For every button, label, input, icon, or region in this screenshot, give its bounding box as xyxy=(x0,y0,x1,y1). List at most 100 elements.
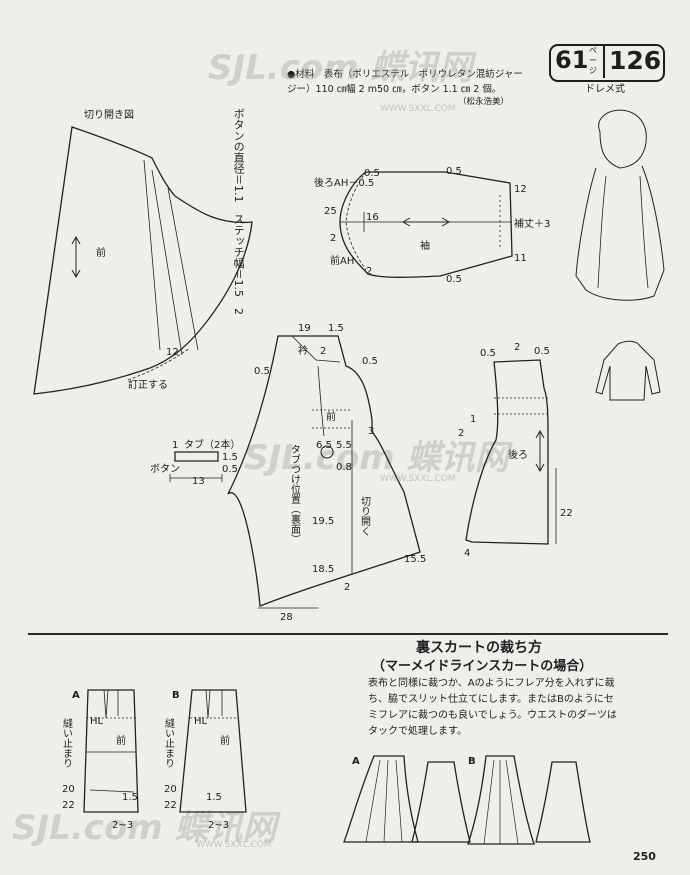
skirt-b-dim-20: 20 xyxy=(164,784,177,795)
skirt-a-sew-stop-label: 縫い止まり xyxy=(60,718,72,768)
sleeve-dim-2a: 2 xyxy=(330,233,336,244)
sleeve-ah-curve xyxy=(345,171,367,271)
skirt-a-dim-23: 2~3 xyxy=(112,820,133,831)
sleeve-grain-arrow xyxy=(401,217,451,227)
finished-skirt-3-pleats xyxy=(483,759,519,845)
badge-frame xyxy=(549,44,665,82)
finished-skirt-4 xyxy=(535,761,591,843)
sleeve-dim-11: 11 xyxy=(514,253,527,264)
back-dim-2b: 2 xyxy=(458,428,464,439)
skirt-a-dim-22: 22 xyxy=(62,800,75,811)
front-dim-185: 18.5 xyxy=(312,564,334,575)
sleeve-label: 袖 xyxy=(420,239,430,252)
back-dim-05a: 0.5 xyxy=(480,348,496,359)
finished-skirt-1-pleats xyxy=(365,759,403,843)
sleeve-dim-05c: 0.5 xyxy=(446,274,462,285)
sleeve-dim-05a: 0.5 xyxy=(364,168,380,179)
skirt-b-dim-15: 1.5 xyxy=(206,792,222,803)
model-jacket-lines xyxy=(597,175,649,289)
front-dim-05b: 0.5 xyxy=(362,356,378,367)
materials-credit: （松永浩美） xyxy=(458,97,510,107)
grainline-arrow xyxy=(71,235,81,279)
watermark-url: WWW.SXXL.COM xyxy=(380,104,456,114)
skirt-b-dim-23: 2~3 xyxy=(208,820,229,831)
section-divider xyxy=(28,633,668,635)
skirt-b-sew-stop-label: 縫い止まり xyxy=(162,718,174,768)
back-bodice-outline xyxy=(465,359,549,545)
front-dim-15a: 1.5 xyxy=(328,323,344,334)
sleeve-dim-05b: 0.5 xyxy=(446,166,462,177)
front-label: 前 xyxy=(326,410,336,423)
flare-piece-outline xyxy=(33,126,253,395)
watermark-logo: SJL.com 蝶讯网 xyxy=(12,808,277,848)
skirt-a-panels xyxy=(86,751,136,793)
front-dim-28: 28 xyxy=(280,612,293,623)
front-dim-05a: 0.5 xyxy=(254,366,270,377)
skirt-b-darts xyxy=(205,689,223,719)
tab-button-pos: ボタン xyxy=(150,463,180,475)
sleeve-front-ah-label: 前AH xyxy=(330,254,354,267)
front-bodice-outline xyxy=(227,335,421,607)
front-dim-08: 0.8 xyxy=(336,462,352,473)
sleeve-dim-2b: 2 xyxy=(366,266,372,277)
flare-correct-label: 訂正する xyxy=(128,378,168,391)
sleeve-back-ah-label: 後ろAH－0.5 xyxy=(314,176,374,189)
finished-skirt-b-label: B xyxy=(468,756,476,767)
front-dim-3: 3 xyxy=(368,426,374,437)
finished-skirt-1 xyxy=(343,755,419,843)
cut-open-diagram-title: 切り開き図 xyxy=(84,110,134,121)
skirt-a-dim-20: 20 xyxy=(62,784,75,795)
lining-section-title: 裏スカートの裁ち方 xyxy=(416,640,542,656)
page-badge: 61 ページ 126 ドレメ式 xyxy=(549,44,665,95)
front-dim-155: 15.5 xyxy=(404,554,426,565)
sleeve-dim-16: 16 xyxy=(366,212,379,223)
front-collar-line xyxy=(291,335,341,363)
button-mark xyxy=(320,445,334,459)
skirt-a-hl: HL xyxy=(90,716,104,727)
lining-section-subtitle: （マーメイドラインスカートの場合） xyxy=(372,659,593,674)
back-dim-05b: 0.5 xyxy=(534,346,550,357)
materials-text: ●材料 表布（ポリエステル ポリウレタン混紡ジャージー）110 ㎝幅 2 m50… xyxy=(287,69,523,95)
front-dim-19: 19 xyxy=(298,323,311,334)
finished-skirt-3 xyxy=(467,755,535,845)
badge-unit: ページ xyxy=(589,46,597,75)
front-dim-55: 5.5 xyxy=(336,440,352,451)
flare-dim-12: 12 xyxy=(166,347,179,358)
sleeve-dim-25: 25 xyxy=(324,206,337,217)
skirt-a-front: 前 xyxy=(116,734,126,747)
front-hline-marks xyxy=(312,409,352,429)
front-dim-65: 6.5 xyxy=(316,440,332,451)
tab-dim-05: 0.5 xyxy=(222,464,238,475)
lining-instructions: 表布と同様に裁つか、Aのようにフレア分を入れずに裁ち、脇でスリット仕立てにします… xyxy=(368,678,617,737)
badge-style-label: ドレメ式 xyxy=(585,84,625,95)
skirt-b-front: 前 xyxy=(220,734,230,747)
sleeve-outline xyxy=(339,171,513,278)
finished-skirt-2 xyxy=(411,761,471,843)
skirt-a-outline xyxy=(83,689,139,813)
flare-slash-lines xyxy=(143,159,199,356)
badge-page-ref: 61 xyxy=(555,46,589,74)
badge-divider xyxy=(603,44,605,78)
back-grain-arrow xyxy=(535,429,545,473)
skirt-b-dim-22: 22 xyxy=(164,800,177,811)
tab-outline xyxy=(174,451,219,462)
back-label: 後ろ xyxy=(508,448,528,461)
front-dim-2b: 2 xyxy=(344,582,350,593)
back-dim-4: 4 xyxy=(464,548,470,559)
watermark-url: WWW.SXXL.COM xyxy=(380,474,456,484)
skirt-a-label: A xyxy=(72,690,80,701)
watermark-logo: SJL.com 蝶讯网 xyxy=(208,48,473,88)
front-cut-open-label: 切り開く xyxy=(358,496,370,536)
front-collar-label: 衿 xyxy=(298,344,308,357)
flare-front-label: 前 xyxy=(96,246,106,259)
watermark-logo: SJL.com 蝶讯网 xyxy=(244,438,509,478)
front-dim-195: 19.5 xyxy=(312,516,334,527)
button-note: ボタンの直径＝1.1 ステッチ幅＝1.5 2 xyxy=(232,108,246,315)
garment-flat-sketch xyxy=(595,340,661,401)
tab-dim-1: 1 xyxy=(172,440,178,451)
tab-dim-line xyxy=(169,474,223,482)
tab-label: タブ（2本） xyxy=(184,438,240,451)
flare-correction-curve xyxy=(127,347,191,381)
sleeve-dim-12: 12 xyxy=(514,184,527,195)
